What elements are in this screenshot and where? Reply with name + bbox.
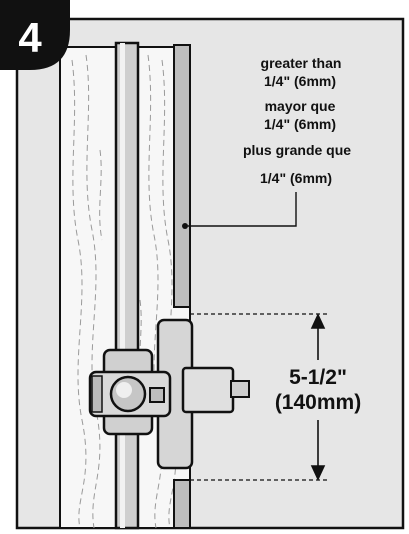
height-value: 5-1/2" [289,366,347,389]
step-badge: 4 [0,0,70,70]
trim-board-lower [173,479,191,529]
clearance-line-2: 1/4" (6mm) [264,73,336,89]
valve [88,318,250,470]
height-label: 5-1/2" (140mm) [275,366,361,414]
clearance-line-3: mayor que [265,98,336,114]
height-metric: (140mm) [275,391,361,414]
clearance-label: greater than 1/4" (6mm) mayor que 1/4" (… [243,55,351,186]
dimension-arrow [310,313,326,481]
leader-line [182,192,297,229]
clearance-line-1: greater than [261,55,342,71]
trim-board-upper [173,44,191,308]
clearance-line-5: plus grande que [243,142,351,158]
clearance-line-6: 1/4" (6mm) [260,170,332,186]
dimension-guides [190,313,330,481]
pipe [114,41,140,530]
step-number: 4 [18,14,42,61]
clearance-line-4: 1/4" (6mm) [264,116,336,132]
